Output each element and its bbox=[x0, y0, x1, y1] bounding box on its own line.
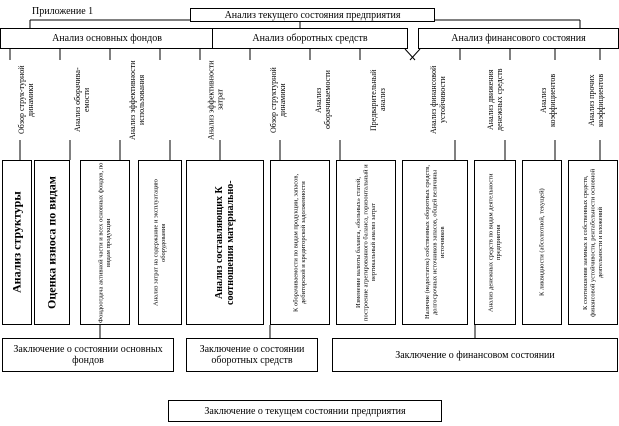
conclusion-working-capital-text: Заключение о состоянии оборотных средств bbox=[199, 344, 305, 366]
detail-box-7: Изменение валюты баланса, «больных» стат… bbox=[336, 160, 396, 325]
group-box-fixed-assets: Анализ основных фондов bbox=[0, 28, 214, 49]
detail-box-4: Анализ затрат на содержание и эксплуатац… bbox=[138, 160, 182, 325]
conclusion-overall-text: Заключение о текущем состоянии предприят… bbox=[204, 405, 406, 417]
conclusion-fixed-assets: Заключение о состоянии основных фондов bbox=[2, 338, 174, 372]
conclusion-working-capital: Заключение о состоянии оборотных средств bbox=[186, 338, 318, 372]
group-title-working-capital: Анализ оборотных средств bbox=[252, 33, 368, 44]
conclusion-financial: Заключение о финансовом состоянии bbox=[332, 338, 618, 372]
mid-label-3: Анализ эффективности использования bbox=[128, 60, 146, 140]
conclusion-overall: Заключение о текущем состоянии предприят… bbox=[168, 400, 442, 422]
detail-box-6: К оборачиваемости по видам продукции, за… bbox=[270, 160, 330, 325]
detail-box-11: К соотношения заемных и собственных сред… bbox=[568, 160, 618, 325]
detail-box-8: Наличие (недостаток) собственных оборотн… bbox=[402, 160, 468, 325]
appendix-label: Приложение 1 bbox=[32, 6, 94, 17]
detail-box-2: Оценка износа по видам bbox=[34, 160, 70, 325]
detail-box-9: Анализ денежных средств по видам деятель… bbox=[474, 160, 516, 325]
detail-box-5: Анализ составляющих К соотношения матери… bbox=[186, 160, 264, 325]
mid-label-5: Обзор структурной динамики bbox=[269, 67, 287, 133]
detail-box-1: Анализ структуры bbox=[2, 160, 32, 325]
mid-label-11: Анализ прочих коэффициентов bbox=[587, 73, 605, 127]
mid-label-10: Анализ коэффициентов bbox=[539, 73, 557, 127]
mid-label-8: Анализ финансовой устойчивости bbox=[429, 65, 447, 135]
mid-label-1: Обзор струк-турной динамики bbox=[17, 65, 35, 135]
mid-label-2: Анализ оборачива-емости bbox=[73, 67, 91, 133]
top-title-text: Анализ текущего состояния предприятия bbox=[224, 9, 401, 21]
group-box-financial: Анализ финансового состояния bbox=[418, 28, 619, 49]
mid-label-4: Анализ эффективности затрат bbox=[206, 60, 225, 140]
group-title-fixed-assets: Анализ основных фондов bbox=[52, 33, 162, 44]
mid-label-9: Анализ движения денежных средств bbox=[486, 68, 504, 132]
top-title-box: Анализ текущего состояния предприятия bbox=[190, 8, 435, 22]
mid-label-7: Предварительный анализ bbox=[369, 69, 387, 131]
group-title-financial: Анализ финансового состояния bbox=[451, 33, 586, 44]
group-box-working-capital: Анализ оборотных средств bbox=[212, 28, 408, 49]
conclusion-financial-text: Заключение о финансовом состоянии bbox=[395, 349, 555, 361]
detail-box-3: Фондоотдача активной части и всех основн… bbox=[80, 160, 130, 325]
conclusion-fixed-assets-text: Заключение о состоянии основных фондов bbox=[13, 344, 163, 366]
mid-label-6: Анализ оборачиваемости bbox=[314, 70, 332, 130]
detail-box-10: К ликвидности (абсолютной, текущей) bbox=[522, 160, 562, 325]
